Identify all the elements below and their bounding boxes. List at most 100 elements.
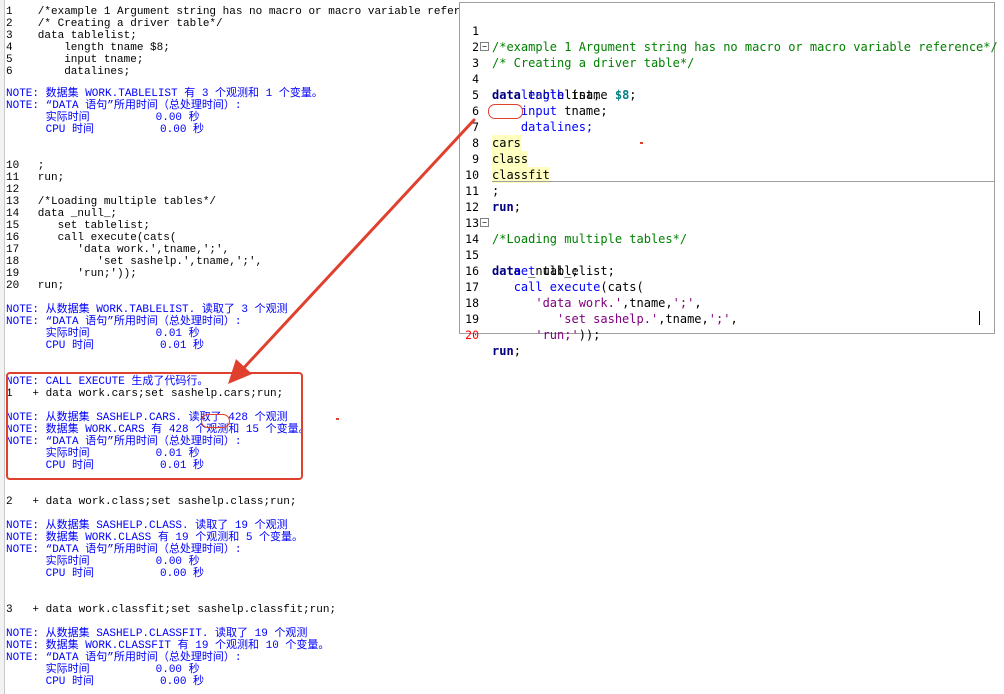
code-keyword: run [492,200,514,214]
log-note: NOTE: “DATA 语句”所用时间（总处理时间）: [6,652,242,664]
log-note: CPU 时间 0.00 秒 [6,124,205,136]
editor-line: 19 'run;')); [460,295,994,342]
code-text: ; [513,200,521,214]
log-note: CPU 时间 0.01 秒 [6,460,205,472]
editor-line: 9 classfit [460,135,994,183]
code-text: , [694,296,702,310]
log-line-number: 19 [6,268,20,280]
step-divider [492,181,994,182]
editor-line: 14 − data _null_; [460,215,994,278]
editor-line: 7 cars [460,103,994,151]
code-text: ; [513,344,521,358]
log-source-line: /*Loading multiple tables*/ [18,196,217,208]
log-note: CPU 时间 0.01 秒 [6,340,205,352]
code-string: ';' [708,312,731,326]
log-source-line: run; [18,280,65,292]
editor-line-number: 6 [472,104,479,118]
code-string: 'set sashelp.' [557,312,659,326]
log-note: NOTE: 数据集 WORK.CLASS 有 19 个观测和 5 个变量。 [6,532,304,544]
code-string: 'run;' [535,328,579,342]
log-source-line: 'set sashelp.',tname,';', [18,256,263,268]
log-note: NOTE: 从数据集 SASHELP.CLASSFIT. 读取了 19 个观测 [6,628,308,640]
log-note: NOTE: 数据集 WORK.TABLELIST 有 3 个观测和 1 个变量。 [6,88,323,100]
editor-line: 16 call execute(cats( [460,247,994,294]
editor-line-number: 5 [472,88,479,102]
log-line-number: 20 [6,280,20,292]
program-editor[interactable]: 1 /*example 1 Argument string has no mac… [459,2,998,358]
annotation-dot [336,418,339,420]
generated-code-line: 3 + data work.classfit;set sashelp.class… [6,604,337,616]
code-text: tname; [557,104,608,118]
code-text: _null_; [520,264,579,278]
fold-toggle-icon[interactable]: − [480,218,489,227]
callout-highlight-box [6,372,303,480]
log-source-line: input tname; [18,54,144,66]
log-note: 实际时间 0.00 秒 [6,664,200,676]
code-keyword: data [492,88,521,102]
annotation-dot [640,142,643,144]
log-gutter [0,0,5,694]
code-keyword: set [513,264,536,278]
log-line-number: 16 [6,232,20,244]
log-line-number: 6 [6,66,13,78]
log-line-number: 15 [6,220,20,232]
code-keyword: input [520,104,558,118]
editor-line: 1 /*example 1 Argument string has no mac… [460,7,998,54]
editor-line-number: 9 [472,152,479,166]
log-source-line: data _null_; [18,208,118,220]
code-keyword: call execute [513,280,601,294]
log-line-number: 1 [6,6,13,18]
code-text: tablelist; [520,88,601,102]
datalines-value: cars [492,135,521,151]
editor-line: 2 /* Creating a driver table*/ [460,23,994,70]
editor-line: 12 [460,183,994,214]
text-cursor [979,311,980,325]
code-text: )); [578,328,601,342]
log-line-number: 13 [6,196,20,208]
log-line-number: 5 [6,54,13,66]
log-source-line: call execute(cats( [18,232,177,244]
log-note: CPU 时间 0.00 秒 [6,676,205,688]
log-source-line: 'run;')); [18,268,137,280]
log-note: 实际时间 0.00 秒 [6,556,200,568]
log-line-number: 14 [6,208,20,220]
code-text: , [730,312,738,326]
editor-line: 8 class [460,119,994,167]
editor-line: 3 − data tablelist; [460,39,994,102]
datalines-value: class [492,151,529,167]
log-source-line: set tablelist; [18,220,151,232]
code-text: ,tname, [622,296,673,310]
editor-line-number: 7 [472,120,479,134]
log-line-number: 17 [6,244,20,256]
code-text: tname [564,88,615,102]
log-note: CPU 时间 0.00 秒 [6,568,205,580]
log-note: NOTE: 数据集 WORK.CLASSFIT 有 19 个观测和 10 个变量… [6,640,330,652]
cars-highlight-ring [201,414,230,428]
fold-toggle-icon[interactable]: − [480,42,489,51]
log-note: NOTE: “DATA 语句”所用时间（总处理时间）: [6,316,242,328]
editor-line: 5 input tname; [460,71,994,118]
log-line-number: 12 [6,184,20,196]
editor-line-number: 3 [472,56,479,70]
code-keyword: run [492,344,514,358]
log-source-line: data tablelist; [18,30,137,42]
log-line-number: 11 [6,172,20,184]
log-note: 实际时间 0.01 秒 [6,448,200,460]
log-source-line: datalines; [18,66,131,78]
code-comment: /*Loading multiple tables*/ [492,232,688,246]
code-comment: /* Creating a driver table*/ [492,56,695,70]
code-string: 'data work.' [535,296,623,310]
editor-line: 4 length tname $8; [460,55,994,102]
log-line-number: 2 [6,18,13,30]
code-keyword: datalines; [520,120,594,134]
editor-line-number: 1 [472,24,479,38]
log-line-number: 3 [6,30,13,42]
log-line-number: 18 [6,256,20,268]
log-source-line: /*example 1 Argument string has no macro… [18,6,500,18]
log-note: NOTE: 从数据集 SASHELP.CLASS. 读取了 19 个观测 [6,520,288,532]
editor-line: 18 'set sashelp.',tname,';', [460,279,994,326]
editor-line: 6 datalines; [460,87,994,134]
log-line-number: 4 [6,42,13,54]
cars-highlight-ring [488,104,523,119]
